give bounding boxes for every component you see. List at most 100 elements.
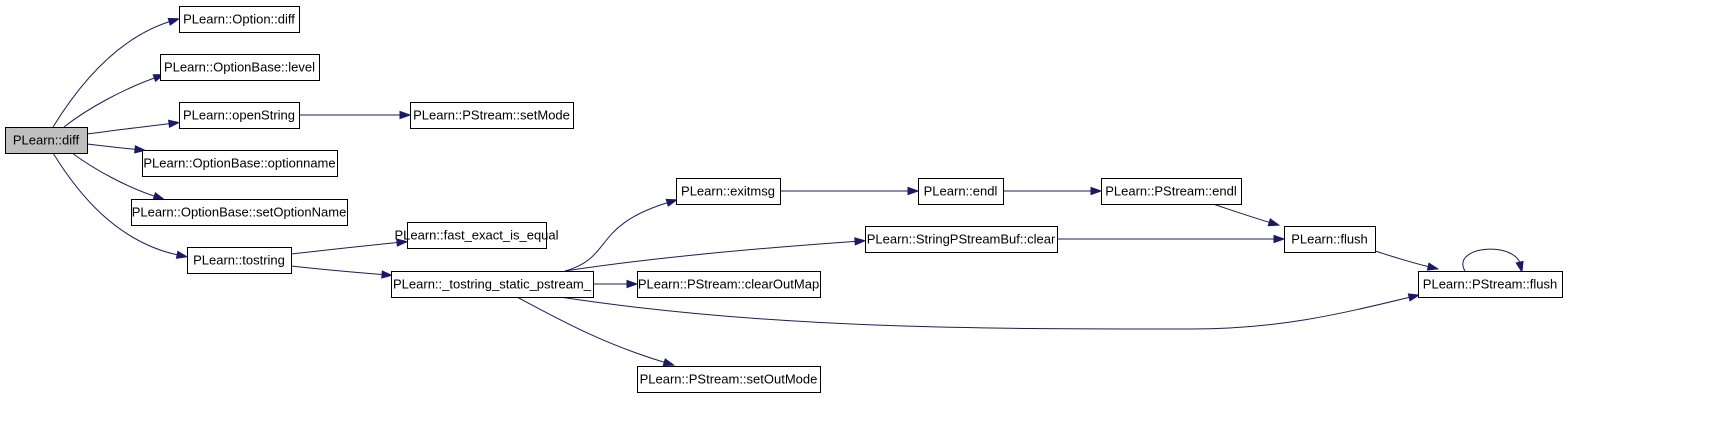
edge-diff-to-openString [86,119,181,135]
node-box-setOutMode [637,366,821,393]
edge-line-diff-to-openString [86,122,176,135]
node-label-openString: PLearn::openString [183,108,295,123]
edge-arrowhead-exitmsg-to-endl [907,186,920,196]
node-openString[interactable]: PLearn::openString [179,102,300,129]
edge-line-tostring-to-tostring_static [290,265,389,276]
edge-line-diff-to-option_diff [52,19,176,128]
edge-tostring_static-to-clearOutMap [593,279,639,289]
edge-line-pstream_flush-to-pstream_flush [1462,248,1522,272]
node-tostring_static[interactable]: PLearn::_tostring_static_pstream_ [391,271,594,298]
edge-arrowhead-diff-to-setOptionName [152,191,166,200]
node-level[interactable]: PLearn::OptionBase::level [160,54,320,81]
node-label-tostring_static: PLearn::_tostring_static_pstream_ [393,277,592,292]
node-tostring[interactable]: PLearn::tostring [187,247,292,274]
edge-arrowhead-tostring_static-to-setOutMode [662,358,676,367]
node-label-tostring: PLearn::tostring [193,253,285,268]
node-box-setOptionName [131,199,348,226]
node-fast_exact[interactable]: PLearn::fast_exact_is_equal [394,222,559,249]
edge-arrowhead-tostring_static-to-exitmsg [665,198,679,207]
edge-diff-to-level [63,74,166,128]
node-box-openString [179,102,300,129]
node-label-endl: PLearn::endl [924,184,998,199]
node-endl[interactable]: PLearn::endl [918,178,1004,205]
node-pstream_flush[interactable]: PLearn::PStream::flush [1418,271,1563,298]
edge-line-diff-to-tostring [52,152,184,257]
edge-diff-to-tostring [52,152,189,259]
node-diff[interactable]: PLearn::diff [5,127,88,154]
node-box-pstream_flush [1418,271,1563,298]
edge-sps_clear-to-flush [1057,234,1286,244]
node-label-exitmsg: PLearn::exitmsg [681,184,775,199]
edge-tostring_static-to-setOutMode [516,296,676,367]
edge-arrowhead-tostring-to-tostring_static [381,270,394,279]
node-clearOutMap[interactable]: PLearn::PStream::clearOutMap [637,271,821,298]
node-box-tostring [187,247,292,274]
edge-arrowhead-diff-to-tostring [175,250,189,259]
node-label-sps_clear: PLearn::StringPStreamBuf::clear [867,232,1056,247]
edge-line-flush-to-pstream_flush [1374,250,1435,269]
node-box-sps_clear [865,226,1058,253]
node-setOptionName[interactable]: PLearn::OptionBase::setOptionName [131,199,348,226]
node-label-level: PLearn::OptionBase::level [164,60,315,75]
node-option_diff[interactable]: PLearn::Option::diff [179,6,300,33]
node-box-setMode [410,102,574,129]
node-setMode[interactable]: PLearn::PStream::setMode [410,102,574,129]
node-box-exitmsg [676,178,781,205]
edge-line-pstream_endl-to-flush [1212,203,1276,225]
edge-arrowhead-diff-to-openString [168,119,181,128]
node-box-fast_exact [407,222,547,249]
edge-tostring-to-tostring_static [290,265,394,279]
node-pstream_endl[interactable]: PLearn::PStream::endl [1101,178,1242,205]
edge-arrowhead-tostring_static-to-clearOutMap [626,279,639,289]
node-flush[interactable]: PLearn::flush [1284,226,1376,253]
edge-flush-to-pstream_flush [1374,250,1440,271]
edge-line-tostring_static-to-pstream_flush [559,295,1416,330]
node-label-fast_exact: PLearn::fast_exact_is_equal [394,228,558,243]
node-box-endl [918,178,1004,205]
edge-line-diff-to-setOptionName [71,152,161,199]
edge-diff-to-option_diff [52,17,181,128]
edge-line-diff-to-optionname [86,143,142,151]
edge-line-tostring_static-to-exitmsg [564,200,674,272]
node-box-clearOutMap [637,271,821,298]
edge-line-tostring_static-to-sps_clear [564,240,862,272]
node-box-pstream_endl [1101,178,1242,205]
edge-pstream_endl-to-flush [1212,203,1281,227]
edge-arrowhead-sps_clear-to-flush [1273,234,1286,244]
edge-line-tostring-to-fast_exact [290,241,404,255]
node-optionname[interactable]: PLearn::OptionBase::optionname [142,150,338,177]
edge-arrowhead-tostring-to-fast_exact [396,238,409,247]
edge-pstream_flush-to-pstream_flush [1462,248,1524,274]
node-setOutMode[interactable]: PLearn::PStream::setOutMode [637,366,821,393]
node-box-option_diff [179,6,300,33]
edge-arrowhead-endl-to-pstream_endl [1090,186,1103,196]
edge-tostring_static-to-pstream_flush [559,293,1421,330]
edge-tostring_static-to-sps_clear [564,237,867,272]
edge-tostring-to-fast_exact [290,238,409,255]
edge-arrowhead-diff-to-option_diff [167,17,181,26]
edge-arrowhead-pstream_endl-to-flush [1267,218,1281,227]
node-label-clearOutMap: PLearn::PStream::clearOutMap [638,277,819,292]
node-sps_clear[interactable]: PLearn::StringPStreamBuf::clear [865,226,1058,253]
node-label-pstream_endl: PLearn::PStream::endl [1105,184,1237,199]
edge-tostring_static-to-exitmsg [564,198,679,272]
edge-arrowhead-tostring_static-to-pstream_flush [1407,293,1421,302]
node-label-diff: PLearn::diff [13,133,80,148]
node-label-setMode: PLearn::PStream::setMode [413,108,570,123]
node-label-pstream_flush: PLearn::PStream::flush [1423,277,1557,292]
node-box-optionname [142,150,338,177]
edge-diff-to-optionname [86,143,147,154]
node-label-setOptionName: PLearn::OptionBase::setOptionName [132,205,347,220]
edge-arrowhead-pstream_flush-to-pstream_flush [1515,260,1524,274]
node-label-option_diff: PLearn::Option::diff [183,12,295,27]
edge-openString-to-setMode [298,110,412,120]
node-label-setOutMode: PLearn::PStream::setOutMode [640,372,818,387]
edge-arrowhead-tostring_static-to-sps_clear [854,237,867,246]
node-exitmsg[interactable]: PLearn::exitmsg [676,178,781,205]
edge-line-tostring_static-to-setOutMode [516,296,671,365]
node-box-flush [1284,226,1376,253]
edge-endl-to-pstream_endl [1003,186,1103,196]
edge-exitmsg-to-endl [780,186,920,196]
node-label-flush: PLearn::flush [1291,232,1368,247]
